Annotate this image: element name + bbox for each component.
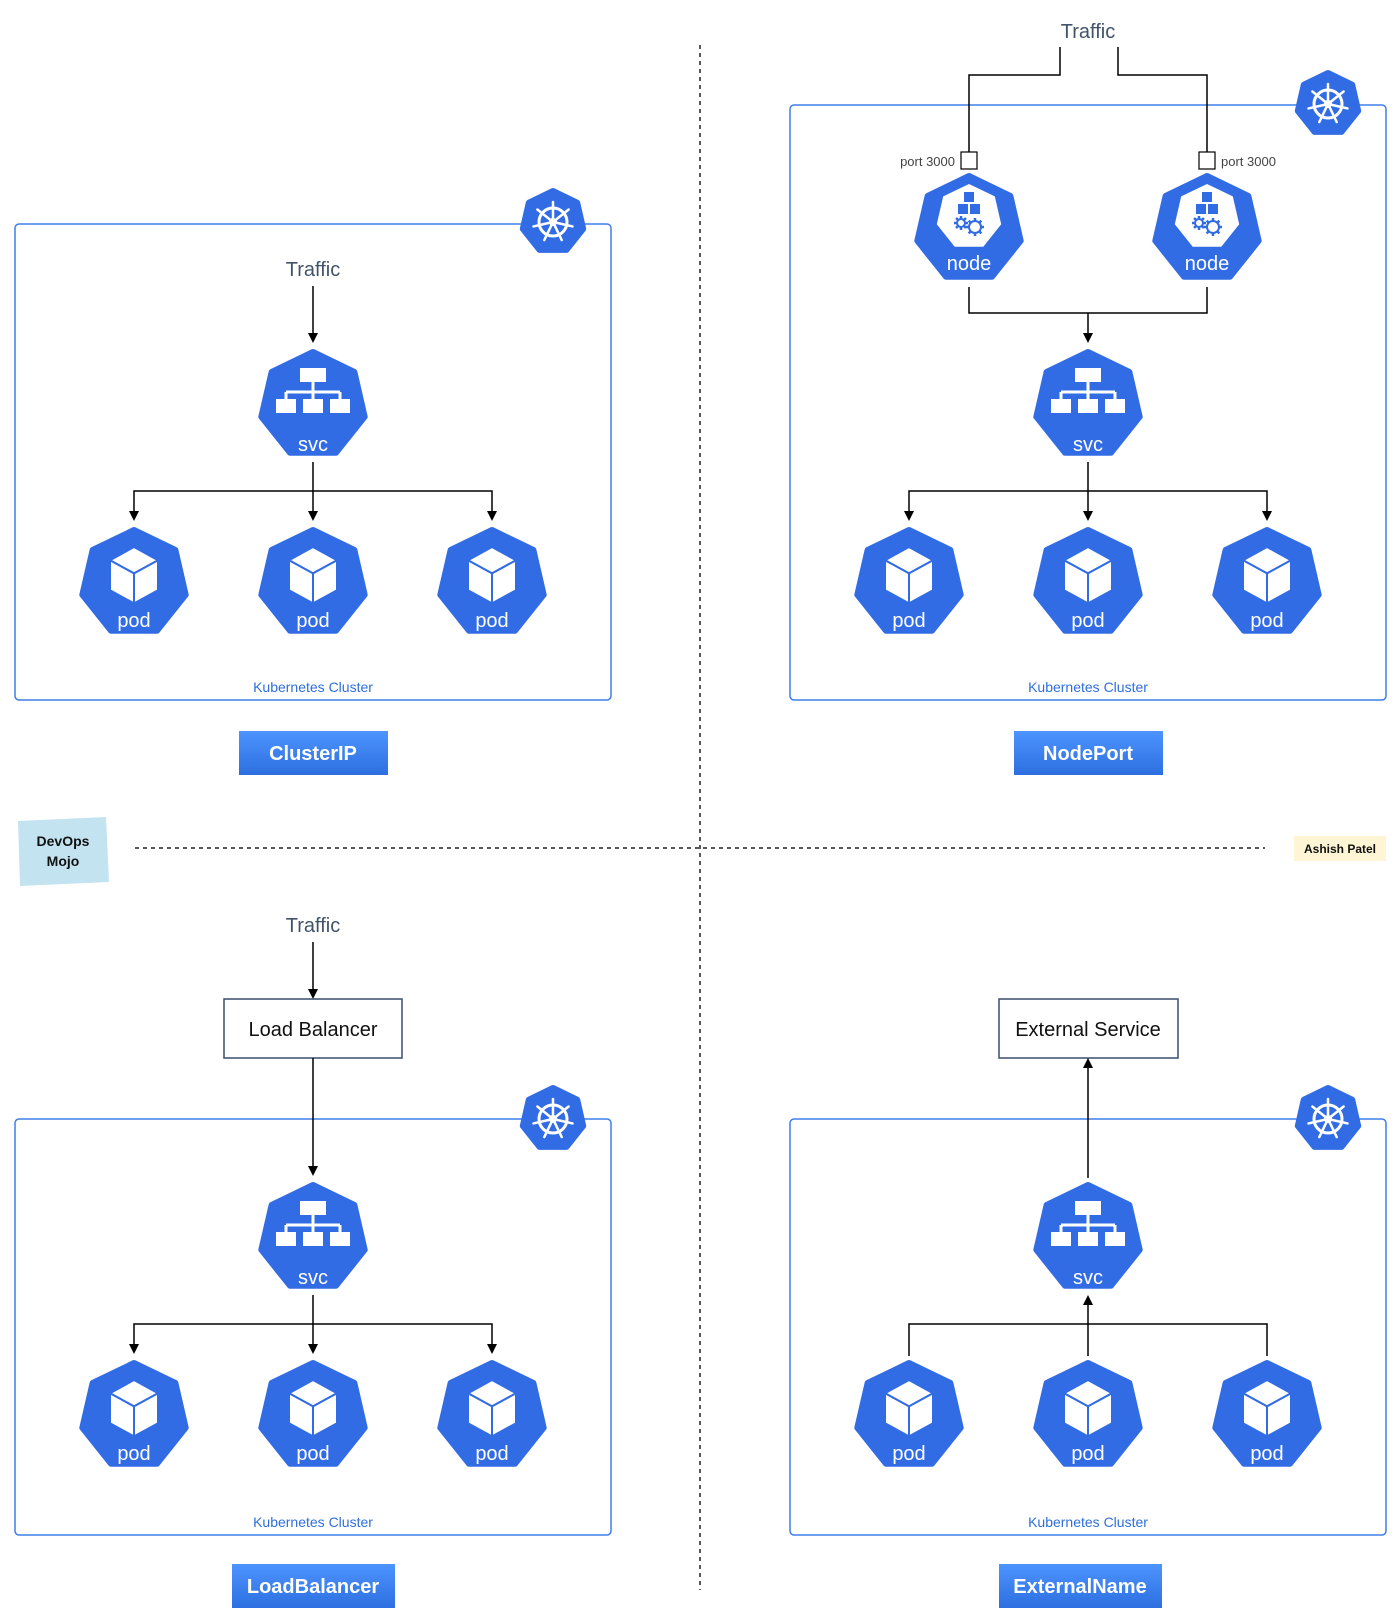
pod-label: pod xyxy=(475,610,508,632)
title-clusterip-label: ClusterIP xyxy=(269,743,357,765)
svc-icon xyxy=(1033,1182,1143,1289)
node-icon xyxy=(914,173,1024,280)
author-name: Ashish Patel xyxy=(1304,842,1376,856)
nodes-to-svc-connector xyxy=(968,287,1208,314)
pod-label: pod xyxy=(1071,610,1104,632)
title-externalname xyxy=(999,1564,1162,1608)
svc-to-pods-connector xyxy=(129,462,314,521)
svc-to-pod-arrow xyxy=(313,490,497,521)
svc-label: svc xyxy=(1073,434,1103,456)
pod-label: pod xyxy=(892,610,925,632)
title-nodeport xyxy=(1014,731,1163,775)
pod-label: pod xyxy=(1250,1443,1283,1465)
pod-icon xyxy=(854,527,964,634)
pod-icon xyxy=(258,1360,368,1467)
svc-icon xyxy=(258,349,368,456)
external-service-label: External Service xyxy=(1015,1019,1161,1041)
title-clusterip xyxy=(239,731,388,775)
pod-icon xyxy=(1212,1360,1322,1467)
pod-label: pod xyxy=(296,610,329,632)
port-right-label: port 3000 xyxy=(1221,154,1276,169)
node-label: node xyxy=(1185,253,1230,275)
title-loadbalancer-label: LoadBalancer xyxy=(247,1576,379,1598)
author-badge: Ashish Patel xyxy=(1294,836,1386,861)
svc-icon xyxy=(1033,349,1143,456)
quadrant-externalname: Kubernetes Cluster External Service svc … xyxy=(789,998,1387,1608)
pod-icon xyxy=(1212,527,1322,634)
quadrant-loadbalancer: Kubernetes Cluster Traffic Load Balancer… xyxy=(14,915,612,1608)
svc-label: svc xyxy=(298,1267,328,1289)
pod-label: pod xyxy=(892,1443,925,1465)
svc-icon xyxy=(258,1182,368,1289)
traffic-label: Traffic xyxy=(286,915,340,937)
svc-label: svc xyxy=(298,434,328,456)
kubernetes-logo-icon xyxy=(1294,1085,1362,1150)
external-service-box xyxy=(998,998,1179,1059)
load-balancer-box xyxy=(223,998,403,1059)
kubernetes-logo-icon xyxy=(519,188,587,253)
pod-label: pod xyxy=(117,1443,150,1465)
devops-badge-line1: DevOps xyxy=(37,833,90,849)
node-icon xyxy=(1152,173,1262,280)
pod-icon xyxy=(258,527,368,634)
cluster-caption: Kubernetes Cluster xyxy=(1028,1514,1148,1530)
cluster-box xyxy=(14,223,612,701)
node-label: node xyxy=(947,253,992,275)
svc-to-pod-arrow xyxy=(1088,490,1272,521)
pod-icon xyxy=(437,527,547,634)
load-balancer-label: Load Balancer xyxy=(249,1019,378,1041)
title-loadbalancer xyxy=(232,1564,395,1608)
port-left-label: port 3000 xyxy=(900,154,955,169)
port-right-square xyxy=(1198,151,1216,170)
pod-label: pod xyxy=(1071,1443,1104,1465)
kubernetes-logo-icon xyxy=(1294,70,1362,135)
pod-icon xyxy=(79,1360,189,1467)
pod-label: pod xyxy=(117,610,150,632)
devops-mojo-badge: DevOps Mojo xyxy=(18,817,109,886)
pod-icon xyxy=(79,527,189,634)
port-left-square xyxy=(960,151,978,170)
svc-to-pods-connector xyxy=(904,462,1089,521)
traffic-label: Traffic xyxy=(286,259,340,281)
pod-icon xyxy=(854,1360,964,1467)
pod-icon xyxy=(1033,1360,1143,1467)
quadrant-nodeport: Kubernetes Cluster Traffic port 3000 por… xyxy=(789,21,1387,775)
traffic-line-left xyxy=(968,47,1061,152)
traffic-label: Traffic xyxy=(1061,21,1115,43)
title-nodeport-label: NodePort xyxy=(1043,743,1133,765)
pod-icon xyxy=(1033,527,1143,634)
quadrant-clusterip: Kubernetes Cluster Traffic svc pod pod p… xyxy=(14,188,612,775)
svc-to-pods-connector xyxy=(129,1295,314,1354)
title-externalname-label: ExternalName xyxy=(1013,1576,1146,1598)
cluster-caption: Kubernetes Cluster xyxy=(1028,679,1148,695)
cluster-box xyxy=(789,104,1387,701)
pod-label: pod xyxy=(296,1443,329,1465)
kubernetes-logo-icon xyxy=(519,1085,587,1150)
pod-label: pod xyxy=(475,1443,508,1465)
pod-label: pod xyxy=(1250,610,1283,632)
cluster-caption: Kubernetes Cluster xyxy=(253,679,373,695)
svc-to-pod-arrow xyxy=(313,1323,497,1354)
pod-icon xyxy=(437,1360,547,1467)
devops-badge-line2: Mojo xyxy=(47,853,80,869)
cluster-caption: Kubernetes Cluster xyxy=(253,1514,373,1530)
traffic-line-right xyxy=(1117,47,1208,152)
svc-label: svc xyxy=(1073,1267,1103,1289)
